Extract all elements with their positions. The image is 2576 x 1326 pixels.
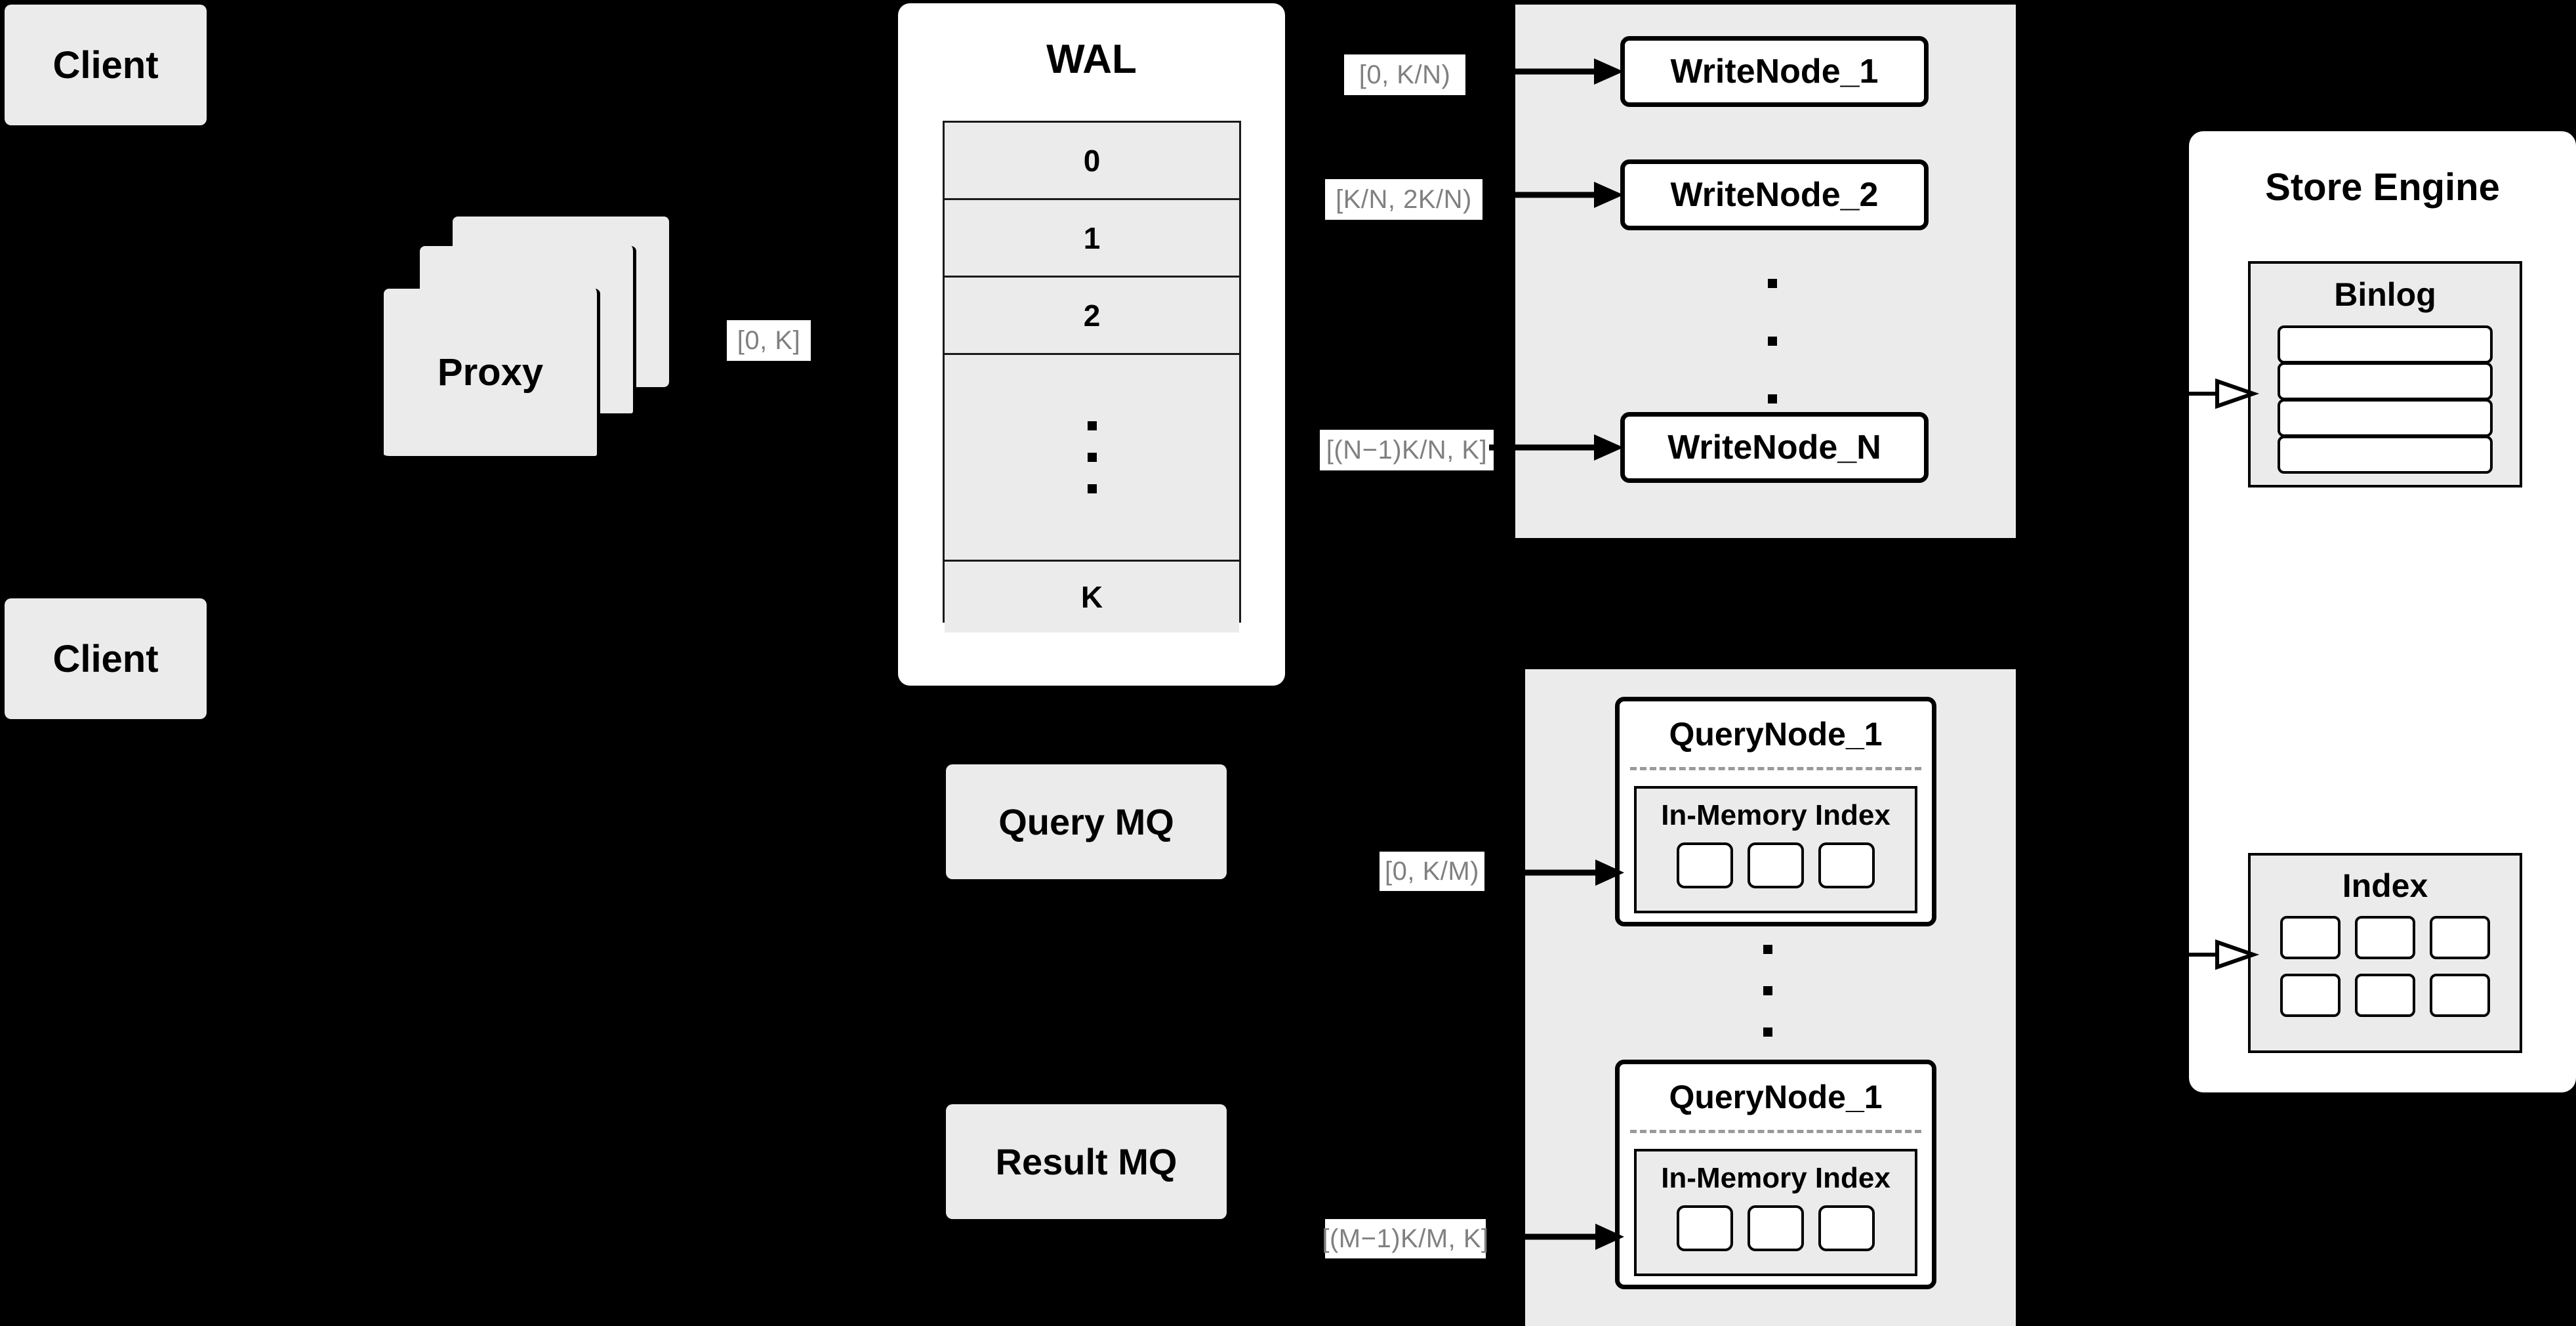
edge-label-querymq-to-querynode-m: [(M−1)K/M, K]	[1322, 1219, 1488, 1258]
query-node-ellipsis-icon	[1761, 945, 1774, 1037]
edge-label-wal-to-writenode-n: [(N−1)K/N, K]	[1320, 430, 1494, 470]
wal-row[interactable]: 1	[945, 200, 1239, 278]
query-node-divider	[1630, 1130, 1921, 1133]
index-cell[interactable]	[2280, 974, 2341, 1017]
proxy-box[interactable]: Proxy	[384, 289, 600, 459]
write-node-2[interactable]: WriteNode_2	[1620, 159, 1929, 230]
in-memory-index-box: In-Memory Index	[1634, 1149, 1917, 1276]
binlog-box: Binlog	[2248, 261, 2522, 487]
binlog-row[interactable]	[2278, 399, 2493, 437]
index-cell-grid	[2251, 916, 2520, 1017]
query-node-m[interactable]: QueryNode_1 In-Memory Index	[1615, 1060, 1936, 1289]
wal-row[interactable]: 0	[945, 123, 1239, 200]
query-mq-box[interactable]: Query MQ	[946, 764, 1227, 879]
edge-label-querymq-to-querynode-1: [0, K/M)	[1380, 852, 1484, 891]
binlog-title: Binlog	[2334, 276, 2436, 313]
index-cell[interactable]	[1748, 1205, 1804, 1251]
write-node-n[interactable]: WriteNode_N	[1620, 412, 1929, 483]
edge-label-proxy-to-wal: [0, K]	[727, 320, 811, 361]
vertical-ellipsis-icon	[1087, 421, 1097, 493]
binlog-row[interactable]	[2278, 362, 2493, 400]
arrow-to-writenode-n	[1489, 434, 1624, 461]
arrow-to-writenode-1	[1489, 58, 1624, 85]
arrow-to-querynode-m	[1496, 1224, 1624, 1250]
write-node-1[interactable]: WriteNode_1	[1620, 36, 1929, 107]
client-box-1[interactable]: Client	[5, 5, 207, 125]
index-cell[interactable]	[2430, 916, 2490, 959]
store-engine-title: Store Engine	[2265, 165, 2500, 209]
in-memory-index-box: In-Memory Index	[1634, 786, 1917, 913]
index-cell[interactable]	[1818, 1205, 1875, 1251]
in-memory-index-cells	[1637, 842, 1915, 888]
index-title: Index	[2342, 867, 2428, 904]
index-cell[interactable]	[2430, 974, 2490, 1017]
index-box: Index	[2248, 853, 2522, 1053]
arrow-to-querynode-1	[1496, 860, 1624, 886]
edge-label-wal-to-writenode-2: [K/N, 2K/N)	[1325, 179, 1482, 220]
index-cell[interactable]	[2355, 916, 2415, 959]
wal-table: 0 1 2 K	[943, 121, 1241, 632]
client-label: Client	[52, 43, 159, 87]
in-memory-index-title: In-Memory Index	[1661, 799, 1891, 831]
arrow-to-binlog	[2181, 378, 2260, 409]
query-node-title: QueryNode_1	[1669, 716, 1883, 753]
result-mq-box[interactable]: Result MQ	[946, 1104, 1227, 1219]
arrow-to-writenode-2	[1489, 182, 1624, 208]
wal-row-ellipsis	[945, 355, 1239, 562]
index-cell[interactable]	[1748, 842, 1804, 888]
query-node-divider	[1630, 767, 1921, 770]
proxy-label: Proxy	[437, 351, 544, 394]
wal-row[interactable]: K	[945, 562, 1239, 632]
index-cell[interactable]	[2355, 974, 2415, 1017]
query-node-title: QueryNode_1	[1669, 1079, 1883, 1115]
index-cell[interactable]	[1677, 842, 1733, 888]
client-box-2[interactable]: Client	[5, 598, 207, 719]
binlog-row[interactable]	[2278, 436, 2493, 474]
wal-row[interactable]: 2	[945, 278, 1239, 355]
index-cell[interactable]	[2280, 916, 2341, 959]
index-cell[interactable]	[1677, 1205, 1733, 1251]
client-label: Client	[52, 637, 159, 680]
arrow-to-index	[2181, 939, 2260, 970]
edge-label-wal-to-writenode-1: [0, K/N)	[1344, 54, 1465, 95]
in-memory-index-title: In-Memory Index	[1661, 1162, 1891, 1194]
binlog-rows	[2251, 325, 2520, 474]
binlog-row[interactable]	[2278, 325, 2493, 363]
write-node-ellipsis-icon	[1766, 279, 1779, 404]
in-memory-index-cells	[1637, 1205, 1915, 1251]
query-node-1[interactable]: QueryNode_1 In-Memory Index	[1615, 697, 1936, 926]
index-cell[interactable]	[1818, 842, 1875, 888]
wal-title: WAL	[1046, 36, 1137, 82]
